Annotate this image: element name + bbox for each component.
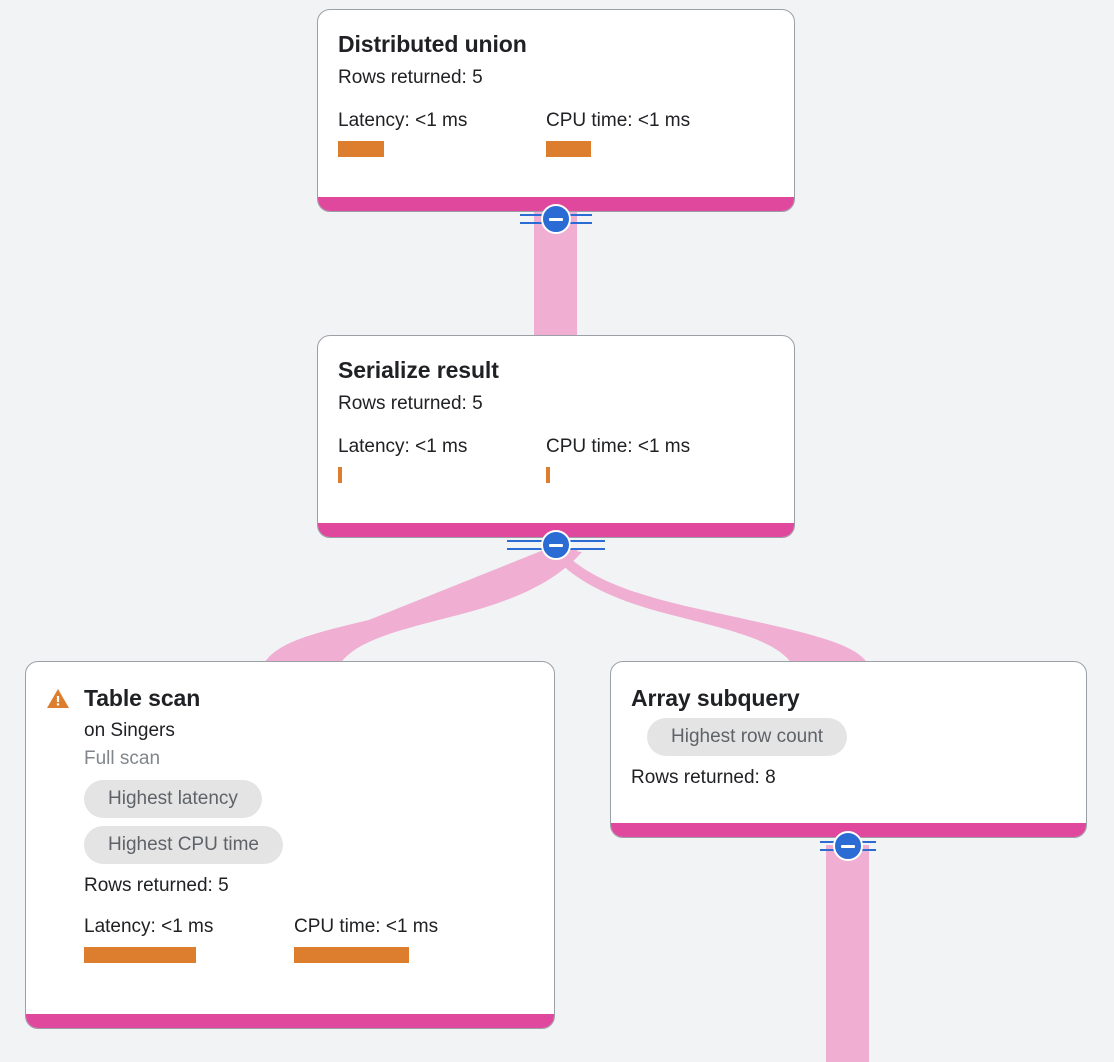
node-body: Serialize result Rows returned: 5 Latenc…	[318, 336, 794, 523]
latency-metric: Latency: <1 ms	[338, 435, 546, 483]
node-title-row: Distributed union	[338, 30, 774, 58]
node-metrics: Latency: <1 ms CPU time: <1 ms	[338, 109, 774, 157]
node-metrics: Latency: <1 ms CPU time: <1 ms	[338, 435, 774, 483]
edge-array-subquery-to-child	[826, 845, 869, 1062]
node-title-row: Table scan	[46, 684, 534, 712]
node-title: Serialize result	[338, 357, 499, 383]
latency-metric: Latency: <1 ms	[338, 109, 546, 157]
rows-returned-text: Rows returned: 5	[338, 393, 483, 414]
edge-serialize-to-array-subquery	[550, 548, 868, 664]
node-title-row: Serialize result	[338, 356, 774, 384]
cpu-time-label: CPU time: <1 ms	[546, 110, 691, 131]
collapse-handle-array-subquery[interactable]	[798, 831, 898, 861]
badge-highest-latency: Highest latency	[84, 780, 262, 818]
edge-serialize-to-table-scan	[264, 545, 556, 665]
minus-glyph	[549, 543, 563, 547]
node-subtitle: on Singers	[84, 720, 175, 741]
latency-bar	[338, 467, 342, 483]
collapse-minus-icon[interactable]	[541, 204, 571, 234]
node-badges: Highest row count	[631, 718, 1066, 756]
latency-label: Latency: <1 ms	[338, 110, 468, 131]
node-title: Distributed union	[338, 31, 527, 57]
node-footer-bar	[26, 1014, 554, 1028]
cpu-time-metric: CPU time: <1 ms	[546, 109, 690, 157]
latency-bar	[84, 947, 196, 963]
latency-label: Latency: <1 ms	[84, 916, 214, 937]
minus-glyph	[841, 844, 855, 848]
rows-returned-text: Rows returned: 5	[338, 67, 483, 88]
badge-highest-row-count: Highest row count	[647, 718, 848, 756]
collapse-handle-distributed-union[interactable]	[506, 204, 606, 234]
node-badges: Highest latency Highest CPU time	[46, 780, 534, 864]
node-footer-bar	[611, 823, 1086, 837]
node-distributed-union[interactable]: Distributed union Rows returned: 5 Laten…	[317, 9, 795, 212]
collapse-minus-icon[interactable]	[833, 831, 863, 861]
node-title-row: Array subquery	[631, 684, 1066, 712]
node-serialize-result[interactable]: Serialize result Rows returned: 5 Latenc…	[317, 335, 795, 538]
cpu-time-label: CPU time: <1 ms	[546, 436, 691, 457]
latency-metric: Latency: <1 ms	[84, 915, 294, 963]
rows-returned-text: Rows returned: 5	[84, 875, 229, 896]
node-table-scan[interactable]: Table scan on Singers Full scan Highest …	[25, 661, 555, 1029]
rows-returned-text: Rows returned: 8	[631, 767, 776, 788]
cpu-time-metric: CPU time: <1 ms	[294, 915, 438, 963]
cpu-time-bar	[546, 467, 550, 483]
latency-label: Latency: <1 ms	[338, 436, 468, 457]
node-metrics: Latency: <1 ms CPU time: <1 ms	[46, 915, 534, 963]
cpu-time-bar	[294, 947, 409, 963]
cpu-time-bar	[546, 141, 591, 157]
warning-icon	[46, 687, 70, 711]
collapse-handle-serialize-result[interactable]	[506, 530, 606, 560]
node-body: Array subquery Highest row count Rows re…	[611, 662, 1086, 823]
node-array-subquery[interactable]: Array subquery Highest row count Rows re…	[610, 661, 1087, 838]
edge-left-fill	[264, 548, 582, 664]
collapse-minus-icon[interactable]	[541, 530, 571, 560]
latency-bar	[338, 141, 384, 157]
node-body: Distributed union Rows returned: 5 Laten…	[318, 10, 794, 197]
cpu-time-label: CPU time: <1 ms	[294, 916, 439, 937]
node-title: Table scan	[84, 685, 201, 711]
badge-highest-cpu-time: Highest CPU time	[84, 826, 283, 864]
node-title: Array subquery	[631, 685, 800, 711]
cpu-time-metric: CPU time: <1 ms	[546, 435, 690, 483]
minus-glyph	[549, 217, 563, 221]
handle-lines	[507, 540, 605, 550]
node-body: Table scan on Singers Full scan Highest …	[26, 662, 554, 1014]
node-detail: Full scan	[84, 748, 161, 769]
